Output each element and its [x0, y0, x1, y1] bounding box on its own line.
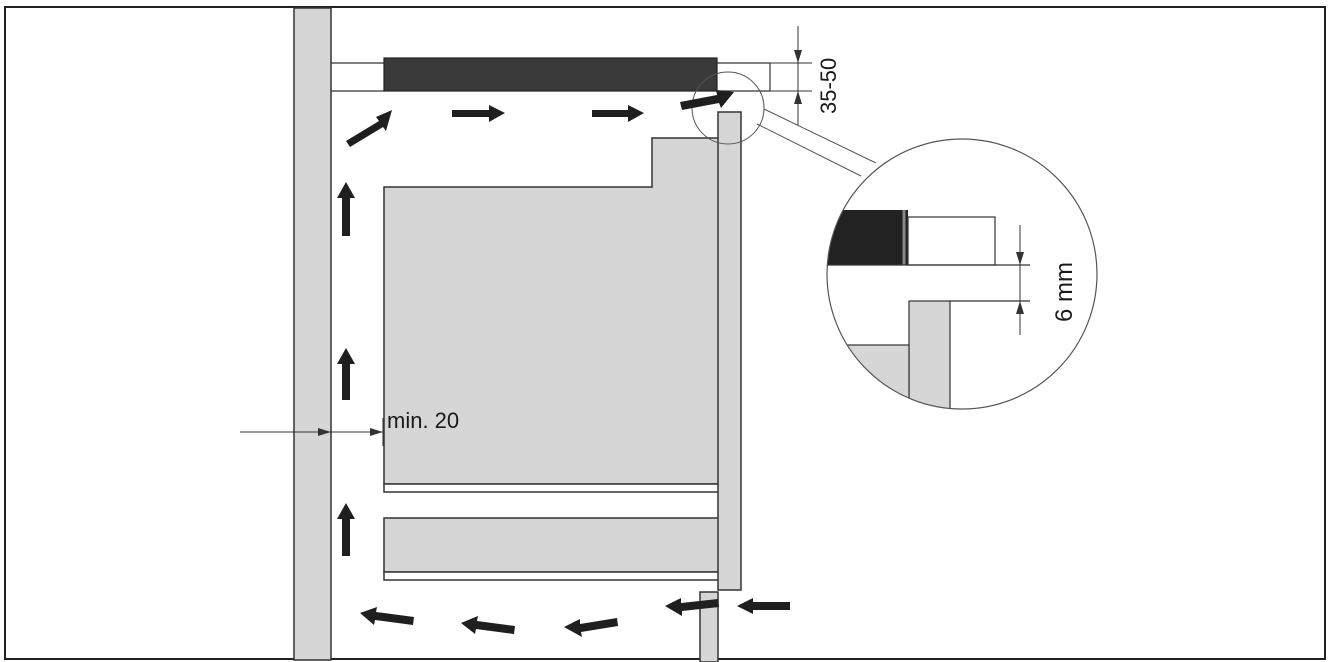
- detail-gap-label: 6 mm: [1051, 262, 1078, 322]
- cabinet-side-wall: [293, 7, 332, 661]
- airflow-left-arrow-2: [461, 616, 515, 634]
- top-gap-dimension: [770, 26, 812, 126]
- side-gap-dimension: [240, 418, 384, 446]
- airflow-right-arrow-3: [680, 90, 734, 110]
- hob: [383, 57, 718, 92]
- airflow-left-arrow-4: [665, 598, 719, 616]
- worktop: [331, 62, 771, 92]
- front-panel: [717, 111, 742, 591]
- airflow-diagonal-arrow: [346, 110, 392, 147]
- drawer: [383, 517, 721, 573]
- airflow-arrows: [337, 90, 790, 637]
- detail-worktop: [907, 216, 996, 266]
- airflow-up-arrow-2: [337, 348, 355, 400]
- airflow-left-arrow-1: [360, 607, 414, 625]
- airflow-up-arrow-1: [337, 182, 355, 236]
- side-gap-label: min. 20: [387, 408, 459, 433]
- top-gap-label: 35-50: [816, 58, 841, 114]
- airflow-left-arrow-3: [564, 618, 618, 637]
- airflow-up-arrow-3: [337, 503, 355, 556]
- drawer-bottom-line: [383, 571, 721, 581]
- airflow-left-arrow-5: [737, 598, 790, 614]
- airflow-right-arrow-2: [592, 105, 644, 122]
- plinth-panel: [699, 591, 719, 662]
- oven-shelf-line: [383, 483, 720, 493]
- detail-hob: [827, 210, 908, 265]
- airflow-right-arrow-1: [452, 105, 505, 122]
